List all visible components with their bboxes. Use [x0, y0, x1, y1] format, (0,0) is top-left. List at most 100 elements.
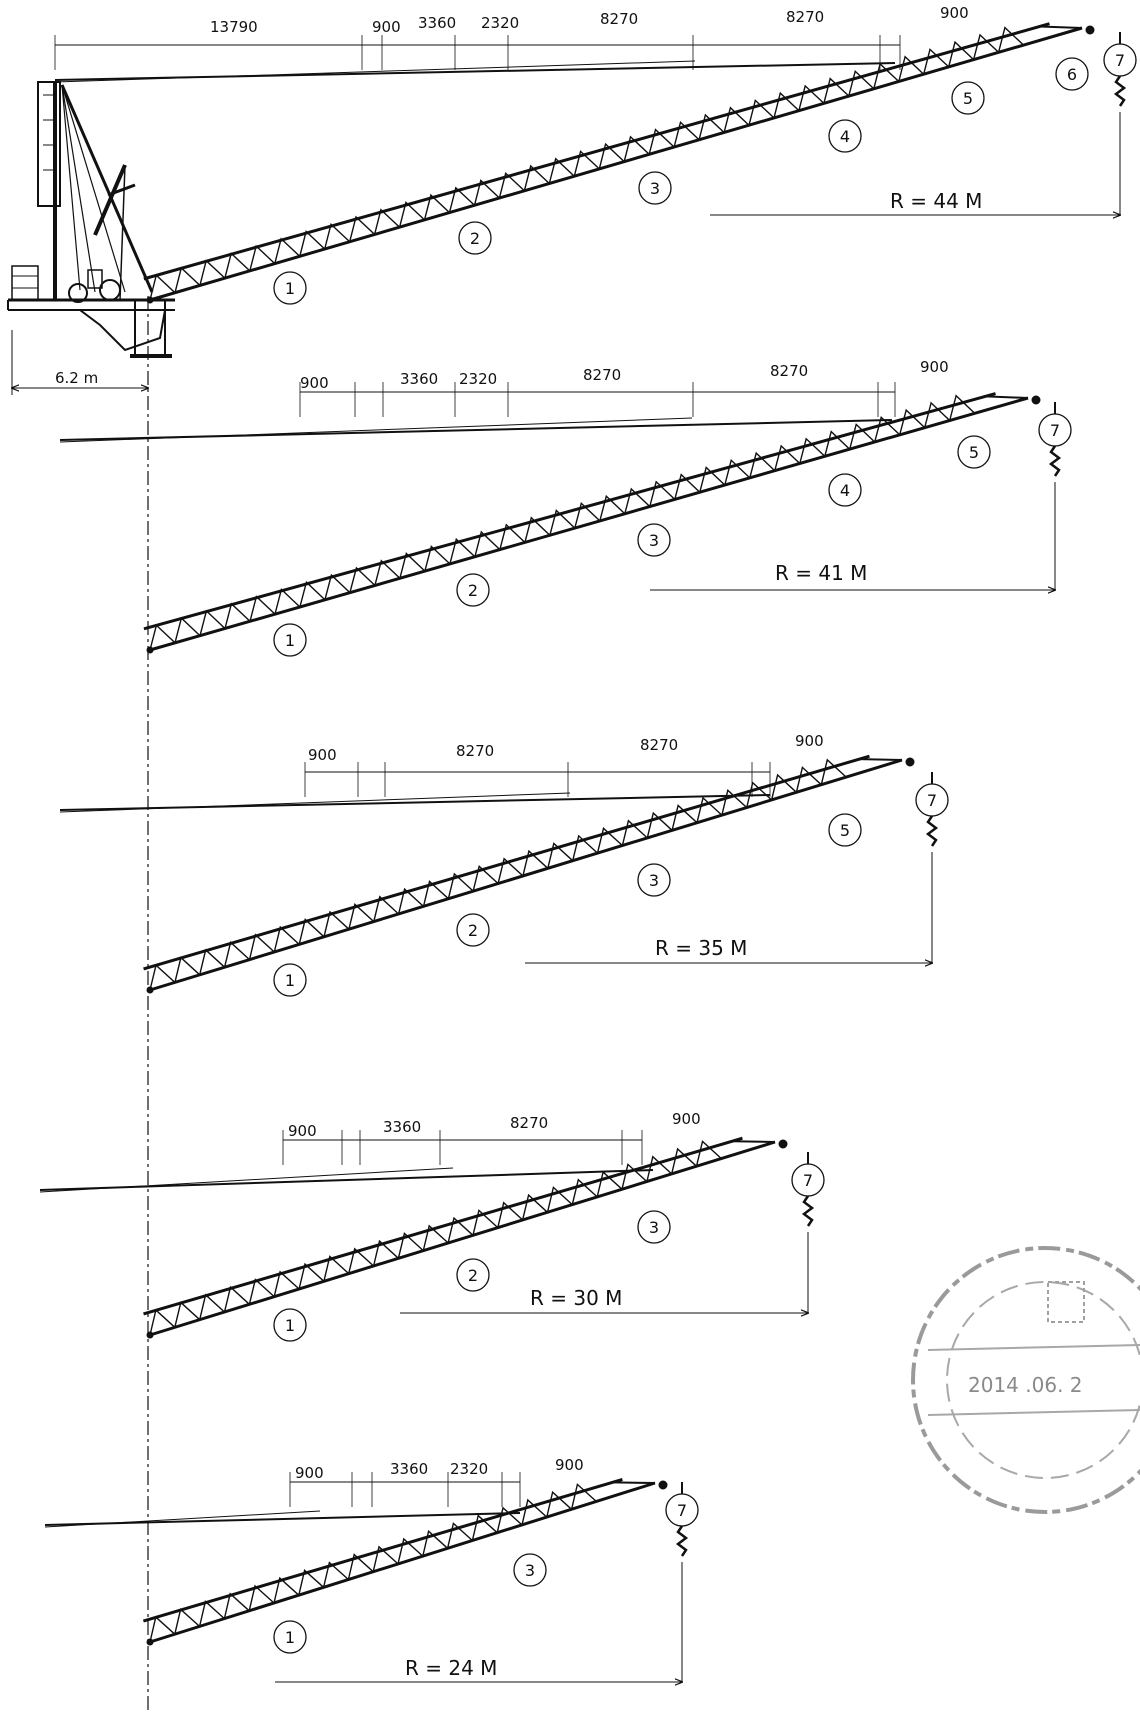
- section-number: 2: [468, 1266, 478, 1285]
- dimension-label: 8270: [510, 1114, 548, 1132]
- hook-block: 7: [1103, 32, 1137, 215]
- section-circle: [638, 171, 672, 205]
- hook-block: 7: [915, 772, 949, 963]
- section-circle: [458, 221, 492, 255]
- radius-label: R = 41 M: [775, 561, 867, 585]
- dimension-label: 900: [920, 358, 949, 376]
- radius-dimension: R = 44 M: [710, 189, 1120, 215]
- section-circle: [828, 119, 862, 153]
- section-circle: [273, 1308, 307, 1342]
- section-circle: [456, 573, 490, 607]
- boom-lattice: [143, 22, 1095, 304]
- section-circle: [273, 271, 307, 305]
- section-circle: [957, 435, 991, 469]
- dimension-label: 900: [555, 1456, 584, 1474]
- pendant-line: [39, 1167, 654, 1193]
- section-circle: [513, 1553, 547, 1587]
- hook-number: 7: [1050, 421, 1060, 440]
- hook-number: 7: [927, 791, 937, 810]
- section-number: 5: [840, 821, 850, 840]
- dimension-label: 900: [940, 4, 969, 22]
- dimension-chain: 900 3360 8270 900: [282, 1110, 701, 1165]
- section-number: 5: [963, 89, 973, 108]
- dimension-label: 3360: [390, 1460, 428, 1478]
- dimension-label: 2320: [481, 14, 519, 32]
- section-number: 4: [840, 127, 850, 146]
- boom-config-4: 900 3360 8270 900 1 2 3 7 R = 30 M: [39, 1110, 825, 1342]
- pendant-line: [59, 417, 893, 443]
- dimension-label: 8270: [600, 10, 638, 28]
- crane-mast-and-base: [7, 81, 175, 358]
- section-number: 3: [649, 1218, 659, 1237]
- section-number: 1: [285, 631, 295, 650]
- section-number: 3: [650, 179, 660, 198]
- section-circle: [637, 523, 671, 557]
- section-number: 3: [525, 1561, 535, 1580]
- approval-stamp: 2014 .06. 2: [911, 1246, 1140, 1514]
- hook-number: 7: [803, 1171, 813, 1190]
- section-number: 5: [969, 443, 979, 462]
- section-number: 2: [468, 581, 478, 600]
- section-circle: [273, 623, 307, 657]
- radius-dimension: R = 41 M: [650, 561, 1055, 590]
- pendant-line: [59, 792, 771, 813]
- radius-dimension: R = 24 M: [275, 1656, 682, 1682]
- section-circle: [456, 913, 490, 947]
- boom-lattice: [143, 754, 915, 994]
- boom-section-markers: 1 2 3: [273, 1210, 671, 1342]
- pendant-line: [44, 1510, 521, 1528]
- dimension-label: 900: [300, 374, 329, 392]
- radius-label: R = 44 M: [890, 189, 982, 213]
- dimension-label: 900: [295, 1464, 324, 1482]
- dimension-label: 3360: [418, 14, 456, 32]
- dimension-label: 3360: [383, 1118, 421, 1136]
- radius-label: R = 30 M: [530, 1286, 622, 1310]
- hook-number: 7: [677, 1501, 687, 1520]
- section-circle: [828, 473, 862, 507]
- radius-dimension: R = 30 M: [400, 1286, 808, 1313]
- section-number: 2: [470, 229, 480, 248]
- offset-label: 6.2 m: [55, 369, 98, 387]
- dimension-label: 2320: [459, 370, 497, 388]
- section-number: 3: [649, 871, 659, 890]
- boom-lattice: [143, 1136, 788, 1339]
- radius-dimension: R = 35 M: [525, 936, 932, 963]
- stamp-date: 2014 .06. 2: [968, 1373, 1083, 1397]
- section-circle: [456, 1258, 490, 1292]
- section-number: 1: [285, 1316, 295, 1335]
- section-circle: [828, 813, 862, 847]
- section-number: 1: [285, 971, 295, 990]
- dimension-label: 8270: [770, 362, 808, 380]
- dimension-label: 8270: [640, 736, 678, 754]
- section-number: 2: [468, 921, 478, 940]
- hook-number: 7: [1115, 51, 1125, 70]
- hook-block: 7: [791, 1152, 825, 1313]
- section-number: 1: [285, 1628, 295, 1647]
- section-circle: [1055, 57, 1089, 91]
- section-circle: [637, 863, 671, 897]
- dimension-label: 900: [288, 1122, 317, 1140]
- section-number: 3: [649, 531, 659, 550]
- section-circle: [637, 1210, 671, 1244]
- dimension-label: 900: [308, 746, 337, 764]
- boom-section-markers: 1 2 3 5: [273, 813, 862, 997]
- dimension-label: 900: [672, 1110, 701, 1128]
- dimension-label: 900: [795, 732, 824, 750]
- dimension-label: 900: [372, 18, 401, 36]
- offset-dimension: 6.2 m: [12, 330, 148, 395]
- boom-section-markers: 13: [273, 1553, 547, 1654]
- dimension-label: 13790: [210, 18, 258, 36]
- hook-block: 7: [665, 1482, 699, 1682]
